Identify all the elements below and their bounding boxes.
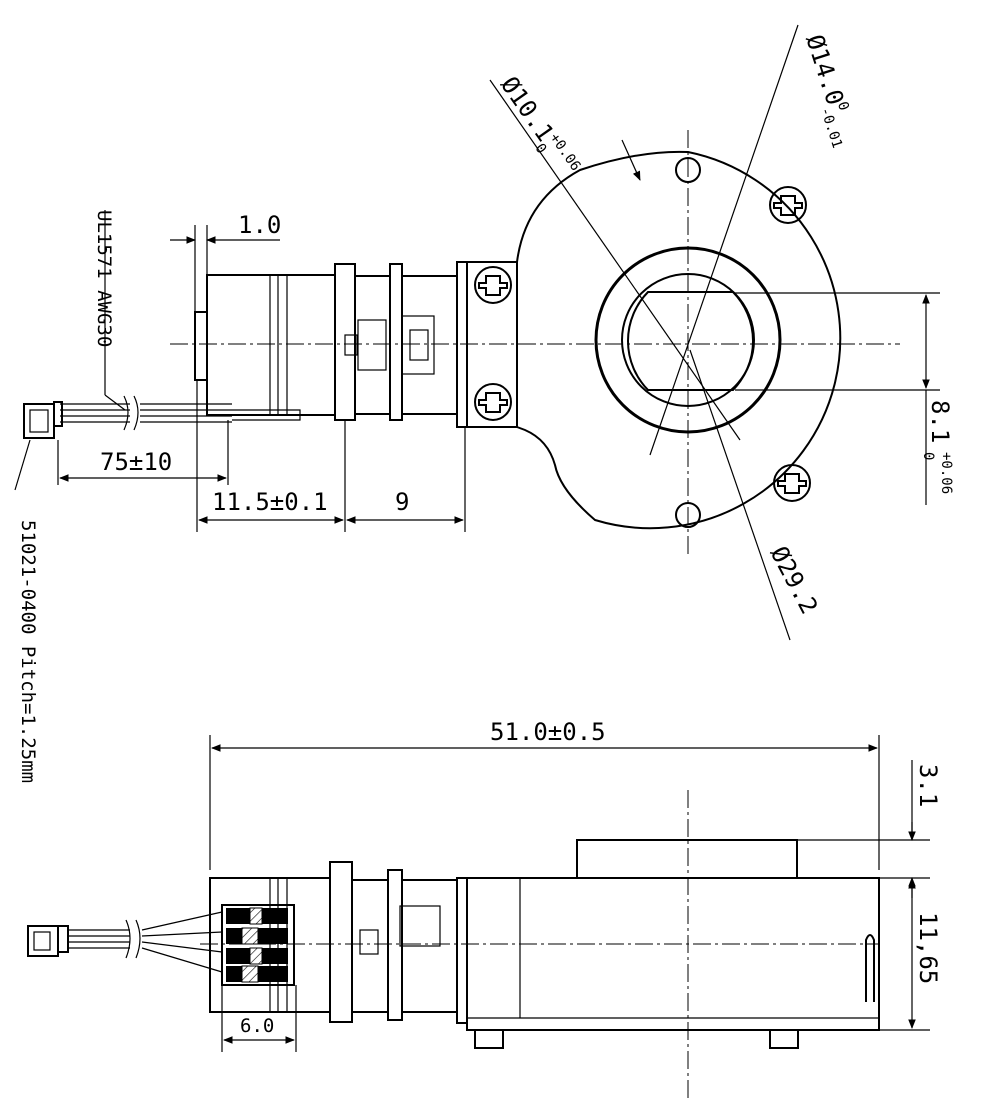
dim-overall-length: 51.0±0.5 xyxy=(490,718,606,746)
front-screw-2 xyxy=(773,464,811,502)
dia-29-2-label: Ø29.2 xyxy=(765,542,824,619)
wire-connector xyxy=(23,403,55,439)
gearbox-flange-2 xyxy=(354,275,391,415)
motor-end-cap xyxy=(194,311,208,381)
svg-text:Ø10.1: Ø10.1 xyxy=(495,71,559,146)
dim-11-65: 11,65 xyxy=(914,912,942,984)
dim-1-0: 1.0 xyxy=(238,211,281,239)
bottom-lead-wires xyxy=(68,929,130,949)
svg-text:0: 0 xyxy=(920,452,936,460)
d-shaft xyxy=(626,291,755,391)
svg-text:+0.06: +0.06 xyxy=(546,130,583,174)
bottom-gearbox-housing xyxy=(456,877,468,1024)
dim-3-1: 3.1 xyxy=(914,764,942,807)
top-side-view xyxy=(23,261,900,439)
bottom-view xyxy=(27,790,880,1098)
dim-lead-length: 75±10 xyxy=(100,448,172,476)
motor-can xyxy=(206,274,336,416)
bottom-dimensions: 51.0±0.5 3.1 11,65 6.0 xyxy=(209,718,942,1052)
svg-text:8.1: 8.1 xyxy=(926,400,954,443)
dia-10-1-label: Ø10.1 +0.06 0 xyxy=(495,71,583,174)
plate-screw-top xyxy=(474,266,512,304)
front-screw-1 xyxy=(769,186,807,224)
lead-wires xyxy=(60,403,130,423)
dim-9: 9 xyxy=(395,488,409,516)
bottom-connector xyxy=(27,925,59,957)
svg-text:Ø14.0: Ø14.0 xyxy=(800,31,849,108)
terminal-block xyxy=(221,904,295,986)
svg-text:+0.06: +0.06 xyxy=(938,452,954,494)
output-boss xyxy=(576,839,798,879)
plate-screw-bottom xyxy=(474,383,512,421)
front-plate-outline xyxy=(516,150,842,530)
top-dimensions: 1.0 UL1571 AWG30 75±10 11.5±0.1 9 51021-… xyxy=(14,31,954,783)
dim-6-0: 6.0 xyxy=(240,1015,274,1037)
wire-spec: UL1571 AWG30 xyxy=(93,210,115,347)
terminals xyxy=(226,907,288,983)
dia-14-0-label: Ø14.0 0 -0.01 xyxy=(800,31,851,150)
gearbox-flange-3 xyxy=(389,263,403,421)
dim-8-1-label: 8.1 +0.06 0 xyxy=(920,400,954,494)
svg-text:-0.01: -0.01 xyxy=(817,105,845,150)
top-front-view xyxy=(489,24,842,641)
mounting-hole-bottom xyxy=(675,502,701,528)
dim-11-5: 11.5±0.1 xyxy=(212,488,328,516)
connector-spec: 51021-0400 Pitch=1.25mm xyxy=(17,520,39,783)
